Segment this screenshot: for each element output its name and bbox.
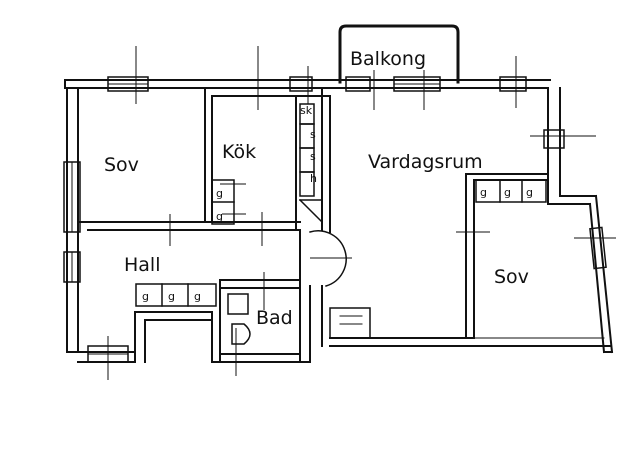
fixture-marker: g [216, 187, 223, 200]
fixture-marker: s [310, 128, 316, 141]
windows-top [107, 76, 527, 92]
fixture-marker: g [142, 290, 149, 303]
wall-vardagsrum-left [321, 87, 331, 233]
room-label-hall: Hall [124, 254, 161, 276]
fixture-marker: g [526, 186, 533, 199]
room-label-vardagsrum: Vardagsrum [368, 151, 483, 173]
dimension-lines [107, 46, 616, 380]
room-label-balkong: Balkong [350, 48, 427, 70]
outer-wall-bottom-left [77, 345, 136, 363]
bathroom-walls [219, 279, 301, 355]
fixture-marker: sk [300, 104, 313, 117]
small-storage [329, 307, 371, 339]
door-arc [309, 230, 347, 287]
wall-kok-right [211, 95, 331, 231]
room-label-bad: Bad [256, 307, 293, 329]
fixture-marker: s [310, 150, 316, 163]
fixture-markers: g g g g g g g g sk s s h [142, 104, 533, 303]
room-label-sov-right: Sov [494, 266, 529, 288]
fixture-marker: g [216, 210, 223, 223]
balcony-outline [338, 24, 460, 84]
fixture-marker: g [480, 186, 487, 199]
fixture-marker: g [168, 290, 175, 303]
outer-wall-left [63, 87, 81, 353]
wall-sov-hall [77, 221, 301, 231]
room-label-sov-left: Sov [104, 154, 139, 176]
radiators [135, 179, 547, 307]
room-label-kok: Kök [222, 141, 257, 163]
outer-wall-right [543, 87, 614, 354]
fixture-marker: g [194, 290, 201, 303]
wall-sov-kok [204, 87, 213, 223]
outer-wall-bottom-right [329, 337, 611, 347]
fixture-marker: g [504, 186, 511, 199]
fixture-marker: h [310, 172, 317, 185]
